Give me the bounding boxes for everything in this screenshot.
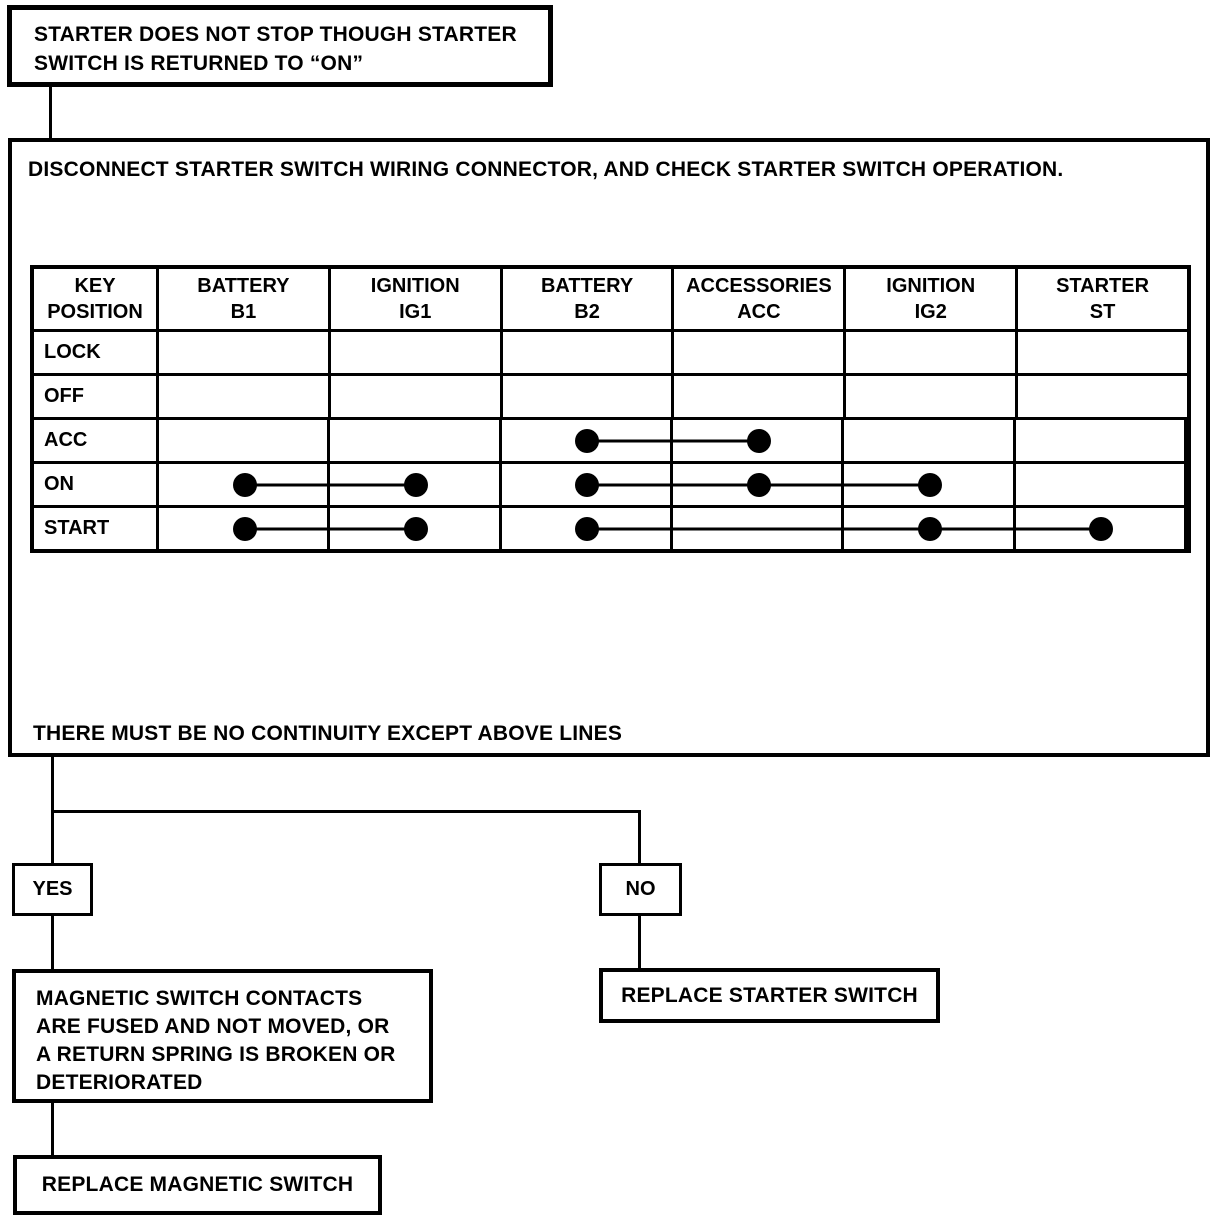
- table-cell: [503, 376, 675, 417]
- no-action-box: REPLACE STARTER SWITCH: [599, 968, 940, 1023]
- table-cell: [330, 508, 502, 549]
- continuity-line: [244, 483, 416, 486]
- table-row-lock: LOCK: [34, 329, 1187, 373]
- continuity-track: [159, 464, 1187, 505]
- continuity-line: [587, 527, 1102, 530]
- table-row-off: OFF: [34, 373, 1187, 417]
- procedure-note: THERE MUST BE NO CONTINUITY EXCEPT ABOVE…: [33, 722, 623, 745]
- yes-action-label: REPLACE MAGNETIC SWITCH: [41, 1173, 354, 1196]
- table-cell: [1018, 332, 1187, 373]
- table-cell: [159, 376, 331, 417]
- yes-result-line: ARE FUSED AND NOT MOVED, OR: [36, 1015, 390, 1038]
- table-cell: [503, 332, 675, 373]
- continuity-dot-B1: [232, 472, 257, 497]
- table-cell: [330, 420, 502, 461]
- table-cell: [1016, 420, 1187, 461]
- procedure-instruction: DISCONNECT STARTER SWITCH WIRING CONNECT…: [28, 158, 1064, 181]
- table-cell: [1016, 508, 1187, 549]
- table-row-start: START: [34, 505, 1187, 549]
- table-cell: [159, 420, 331, 461]
- table-cell: [844, 464, 1016, 505]
- key-position-value: LOCK: [34, 332, 159, 373]
- table-row-acc: ACC: [34, 417, 1187, 461]
- continuity-dot-IG2: [918, 516, 942, 541]
- no-label: NO: [625, 878, 656, 900]
- connector-no-to-action: [638, 916, 641, 968]
- table-cell: [674, 376, 847, 417]
- no-action-label: REPLACE STARTER SWITCH: [621, 983, 918, 1007]
- continuity-dot-ACC: [746, 472, 771, 497]
- table-cell: [674, 332, 847, 373]
- key-header-line: KEY: [74, 275, 116, 297]
- connector-branch-horizontal: [51, 810, 641, 813]
- continuity-dot-B2: [575, 516, 600, 541]
- key-header-line: POSITION: [47, 301, 143, 323]
- continuity-line: [587, 439, 759, 442]
- continuity-line: [244, 527, 416, 530]
- yes-result-line: A RETURN SPRING IS BROKEN OR: [36, 1043, 396, 1066]
- table-row-on: ON: [34, 461, 1187, 505]
- key-position-value: OFF: [34, 376, 159, 417]
- table-cell: [846, 332, 1019, 373]
- no-branch-box: NO: [599, 863, 682, 916]
- problem-statement-line: STARTER DOES NOT STOP THOUGH STARTER: [34, 23, 517, 46]
- table-cell: [1016, 464, 1187, 505]
- table-cell: [846, 376, 1019, 417]
- continuity-track: [159, 420, 1187, 461]
- yes-result-line: DETERIORATED: [36, 1071, 203, 1094]
- table-cell: [331, 332, 503, 373]
- yes-result-line: MAGNETIC SWITCH CONTACTS: [36, 987, 363, 1010]
- table-cell: [330, 464, 502, 505]
- problem-statement-box: STARTER DOES NOT STOP THOUGH STARTER SWI…: [7, 5, 553, 87]
- continuity-dot-ST: [1089, 516, 1114, 541]
- continuity-dot-B1: [232, 516, 257, 541]
- table-cell: [331, 376, 503, 417]
- yes-result-box: MAGNETIC SWITCH CONTACTS ARE FUSED AND N…: [12, 969, 433, 1103]
- continuity-track: [159, 376, 1187, 417]
- continuity-track: [159, 332, 1187, 373]
- table-cell: [673, 420, 845, 461]
- continuity-dot-B2: [575, 472, 600, 497]
- continuity-dot-ACC: [746, 428, 771, 453]
- connector-branch-to-no: [638, 810, 641, 863]
- procedure-box: [8, 138, 1210, 757]
- continuity-dot-B2: [575, 428, 600, 453]
- table-cell: [1018, 376, 1187, 417]
- key-position-value: ON: [34, 464, 159, 505]
- continuity-dot-IG2: [918, 472, 942, 497]
- yes-label: YES: [32, 878, 73, 900]
- table-cell: [159, 332, 331, 373]
- table-cell: [844, 420, 1016, 461]
- key-position-value: ACC: [34, 420, 159, 461]
- continuity-dot-IG1: [404, 472, 428, 497]
- connector-yes-to-result: [51, 916, 54, 969]
- yes-action-box: REPLACE MAGNETIC SWITCH: [13, 1155, 382, 1215]
- connector-start-to-procedure: [49, 87, 52, 138]
- continuity-dot-IG1: [404, 516, 428, 541]
- connector-result-to-action: [51, 1103, 54, 1155]
- key-position-value: START: [34, 508, 159, 549]
- continuity-track: [159, 508, 1187, 549]
- column-header-key-position: KEY POSITION: [34, 269, 159, 329]
- problem-statement-line: SWITCH IS RETURNED TO “ON”: [34, 52, 364, 75]
- yes-branch-box: YES: [12, 863, 93, 916]
